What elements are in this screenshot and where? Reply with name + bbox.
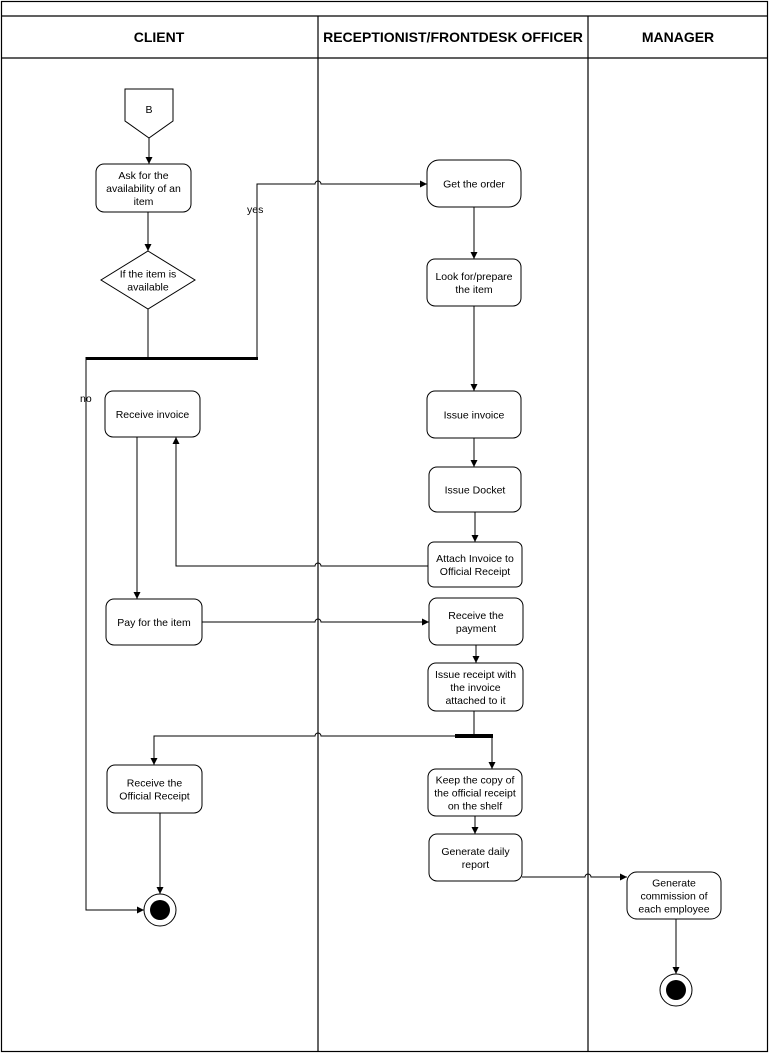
node-label-line: Get the order <box>443 179 505 191</box>
final-state-client <box>143 893 177 927</box>
lane-title-manager: MANAGER <box>642 29 714 45</box>
node-label: Receive invoice <box>116 409 190 421</box>
node-label-line: Attach Invoice to <box>436 553 514 565</box>
node-label-line: Issue Docket <box>445 485 506 497</box>
node-label: Pay for the item <box>117 617 191 629</box>
node-label-line: report <box>462 859 490 871</box>
edge-fork-to-receive-official-receipt <box>150 732 474 765</box>
edge-pay-to-receive-payment <box>202 618 429 626</box>
node-label-line: If the item is <box>120 269 177 281</box>
node-label-line: Official Receipt <box>119 791 190 803</box>
node-label-line: Issue invoice <box>444 410 505 422</box>
node-label-line: attached to it <box>445 695 505 707</box>
node-label-line: each employee <box>638 904 709 916</box>
node-label: Get the order <box>443 179 505 191</box>
lane-title-receptionist: RECEPTIONIST/FRONTDESK OFFICER <box>323 29 583 45</box>
activity-issue-docket: Issue Docket <box>428 466 522 513</box>
node-label-line: available <box>127 282 169 294</box>
node-label-line: Pay for the item <box>117 617 191 629</box>
node-label-line: Generate daily <box>441 846 510 858</box>
edge-label-yes: yes <box>247 204 263 216</box>
node-label-line: the item <box>455 284 493 296</box>
activity-issue-invoice: Issue invoice <box>426 390 522 439</box>
edge-attach-to-receive-invoice <box>172 437 428 567</box>
node-label-line: Official Receipt <box>440 566 511 578</box>
edge-label-no: no <box>80 393 92 405</box>
node-label-line: the invoice <box>450 682 500 694</box>
node-label: Issue Docket <box>445 485 506 497</box>
node-label-line: Look for/prepare <box>435 271 512 283</box>
node-label-line: commission of <box>640 891 707 903</box>
node-label-line: availability of an <box>106 183 181 195</box>
connector-label: B <box>145 104 152 116</box>
node-label-line: Keep the copy of <box>436 775 515 787</box>
node-label-line: Receive the <box>448 610 504 622</box>
node-label-line: Issue receipt with <box>435 669 516 681</box>
node-label-line: on the shelf <box>448 801 502 813</box>
lane-title-client: CLIENT <box>134 29 185 45</box>
node-label: Issue invoice <box>444 410 505 422</box>
node-label-line: item <box>134 196 154 208</box>
edges <box>85 138 680 974</box>
sync-bar-decision <box>86 357 258 360</box>
edge-no-to-final <box>85 357 144 914</box>
node-label-line: Receive the <box>127 778 183 790</box>
node-label-line: payment <box>456 623 496 635</box>
activity-get-order: Get the order <box>426 159 522 208</box>
node-label-line: the official receipt <box>434 788 516 800</box>
edge-report-to-commission <box>522 873 627 881</box>
activity-pay-item: Pay for the item <box>105 598 203 646</box>
node-label-line: Generate <box>652 878 696 890</box>
edge-yes-to-get-order <box>256 180 427 357</box>
off-page-connector-b: B <box>124 88 174 139</box>
activity-receive-invoice: Receive invoice <box>104 390 201 438</box>
node-label-line: Ask for the <box>118 170 168 182</box>
node-label-line: Receive invoice <box>116 409 190 421</box>
final-state-manager <box>659 973 693 1007</box>
